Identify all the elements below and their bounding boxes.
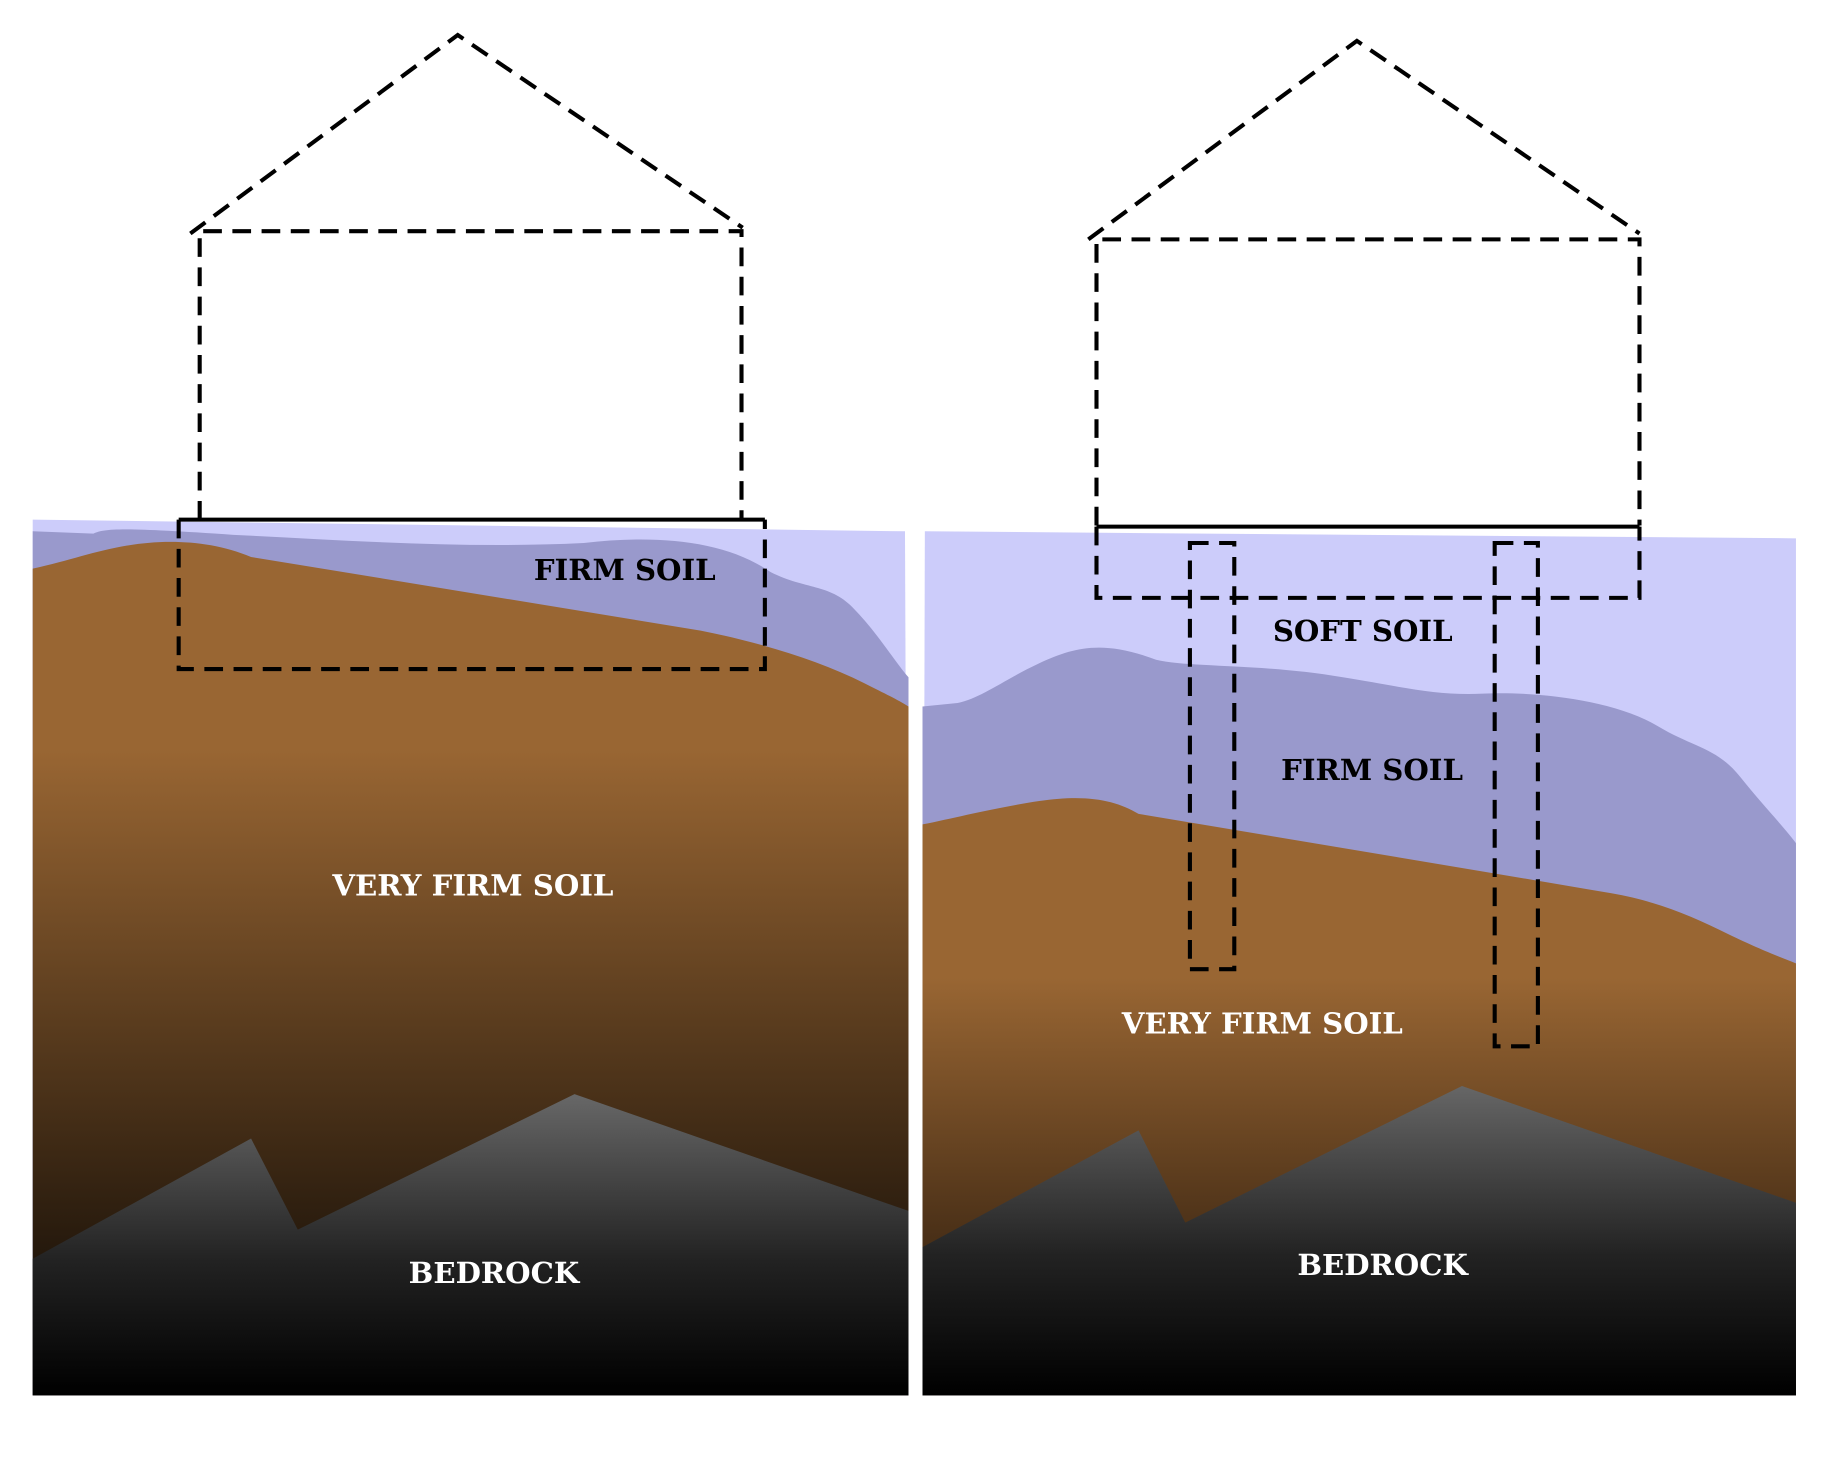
house-walls	[197, 229, 744, 520]
house-roof	[1087, 38, 1641, 242]
label-firm-soil: FIRM SOIL	[1281, 753, 1463, 787]
right-panel: SOFT SOIL FIRM SOIL VERY FIRM SOIL BEDRO…	[922, 38, 1796, 1396]
house-walls	[1094, 237, 1642, 526]
label-very-firm-soil: VERY FIRM SOIL	[1121, 1006, 1403, 1040]
left-panel: FIRM SOIL VERY FIRM SOIL BEDROCK	[32, 32, 909, 1396]
label-bedrock: BEDROCK	[1297, 1248, 1469, 1282]
label-very-firm-soil: VERY FIRM SOIL	[331, 868, 613, 902]
label-soft-soil: SOFT SOIL	[1273, 614, 1453, 648]
bedrock-layer	[32, 1094, 909, 1396]
label-firm-soil: FIRM SOIL	[534, 553, 716, 587]
slab-foundation	[1094, 526, 1642, 600]
pile-right	[1492, 540, 1540, 1049]
label-bedrock: BEDROCK	[409, 1256, 581, 1290]
house-roof	[189, 32, 744, 236]
shallow-footing	[176, 519, 767, 672]
bedrock-layer	[922, 1085, 1796, 1396]
